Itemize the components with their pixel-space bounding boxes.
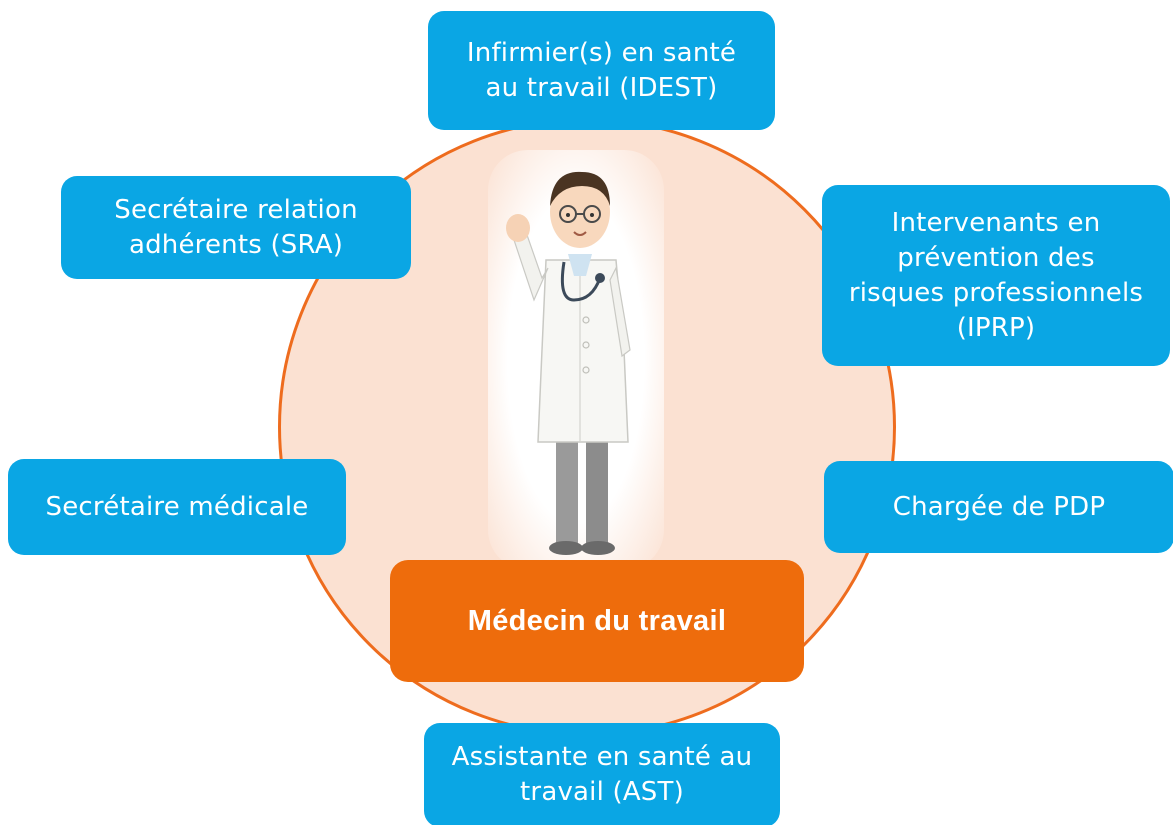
role-box-pdp: Chargée de PDP (824, 461, 1173, 553)
role-box-iprp: Intervenants en prévention des risques p… (822, 185, 1170, 366)
center-box-medecin: Médecin du travail (390, 560, 804, 682)
role-box-secretaire-medicale: Secrétaire médicale (8, 459, 346, 555)
doctor-illustration (506, 171, 631, 555)
role-box-idest: Infirmier(s) en santé au travail (IDEST) (428, 11, 775, 130)
role-box-sra: Secrétaire relation adhérents (SRA) (61, 176, 411, 279)
role-box-ast: Assistante en santé au travail (AST) (424, 723, 780, 825)
